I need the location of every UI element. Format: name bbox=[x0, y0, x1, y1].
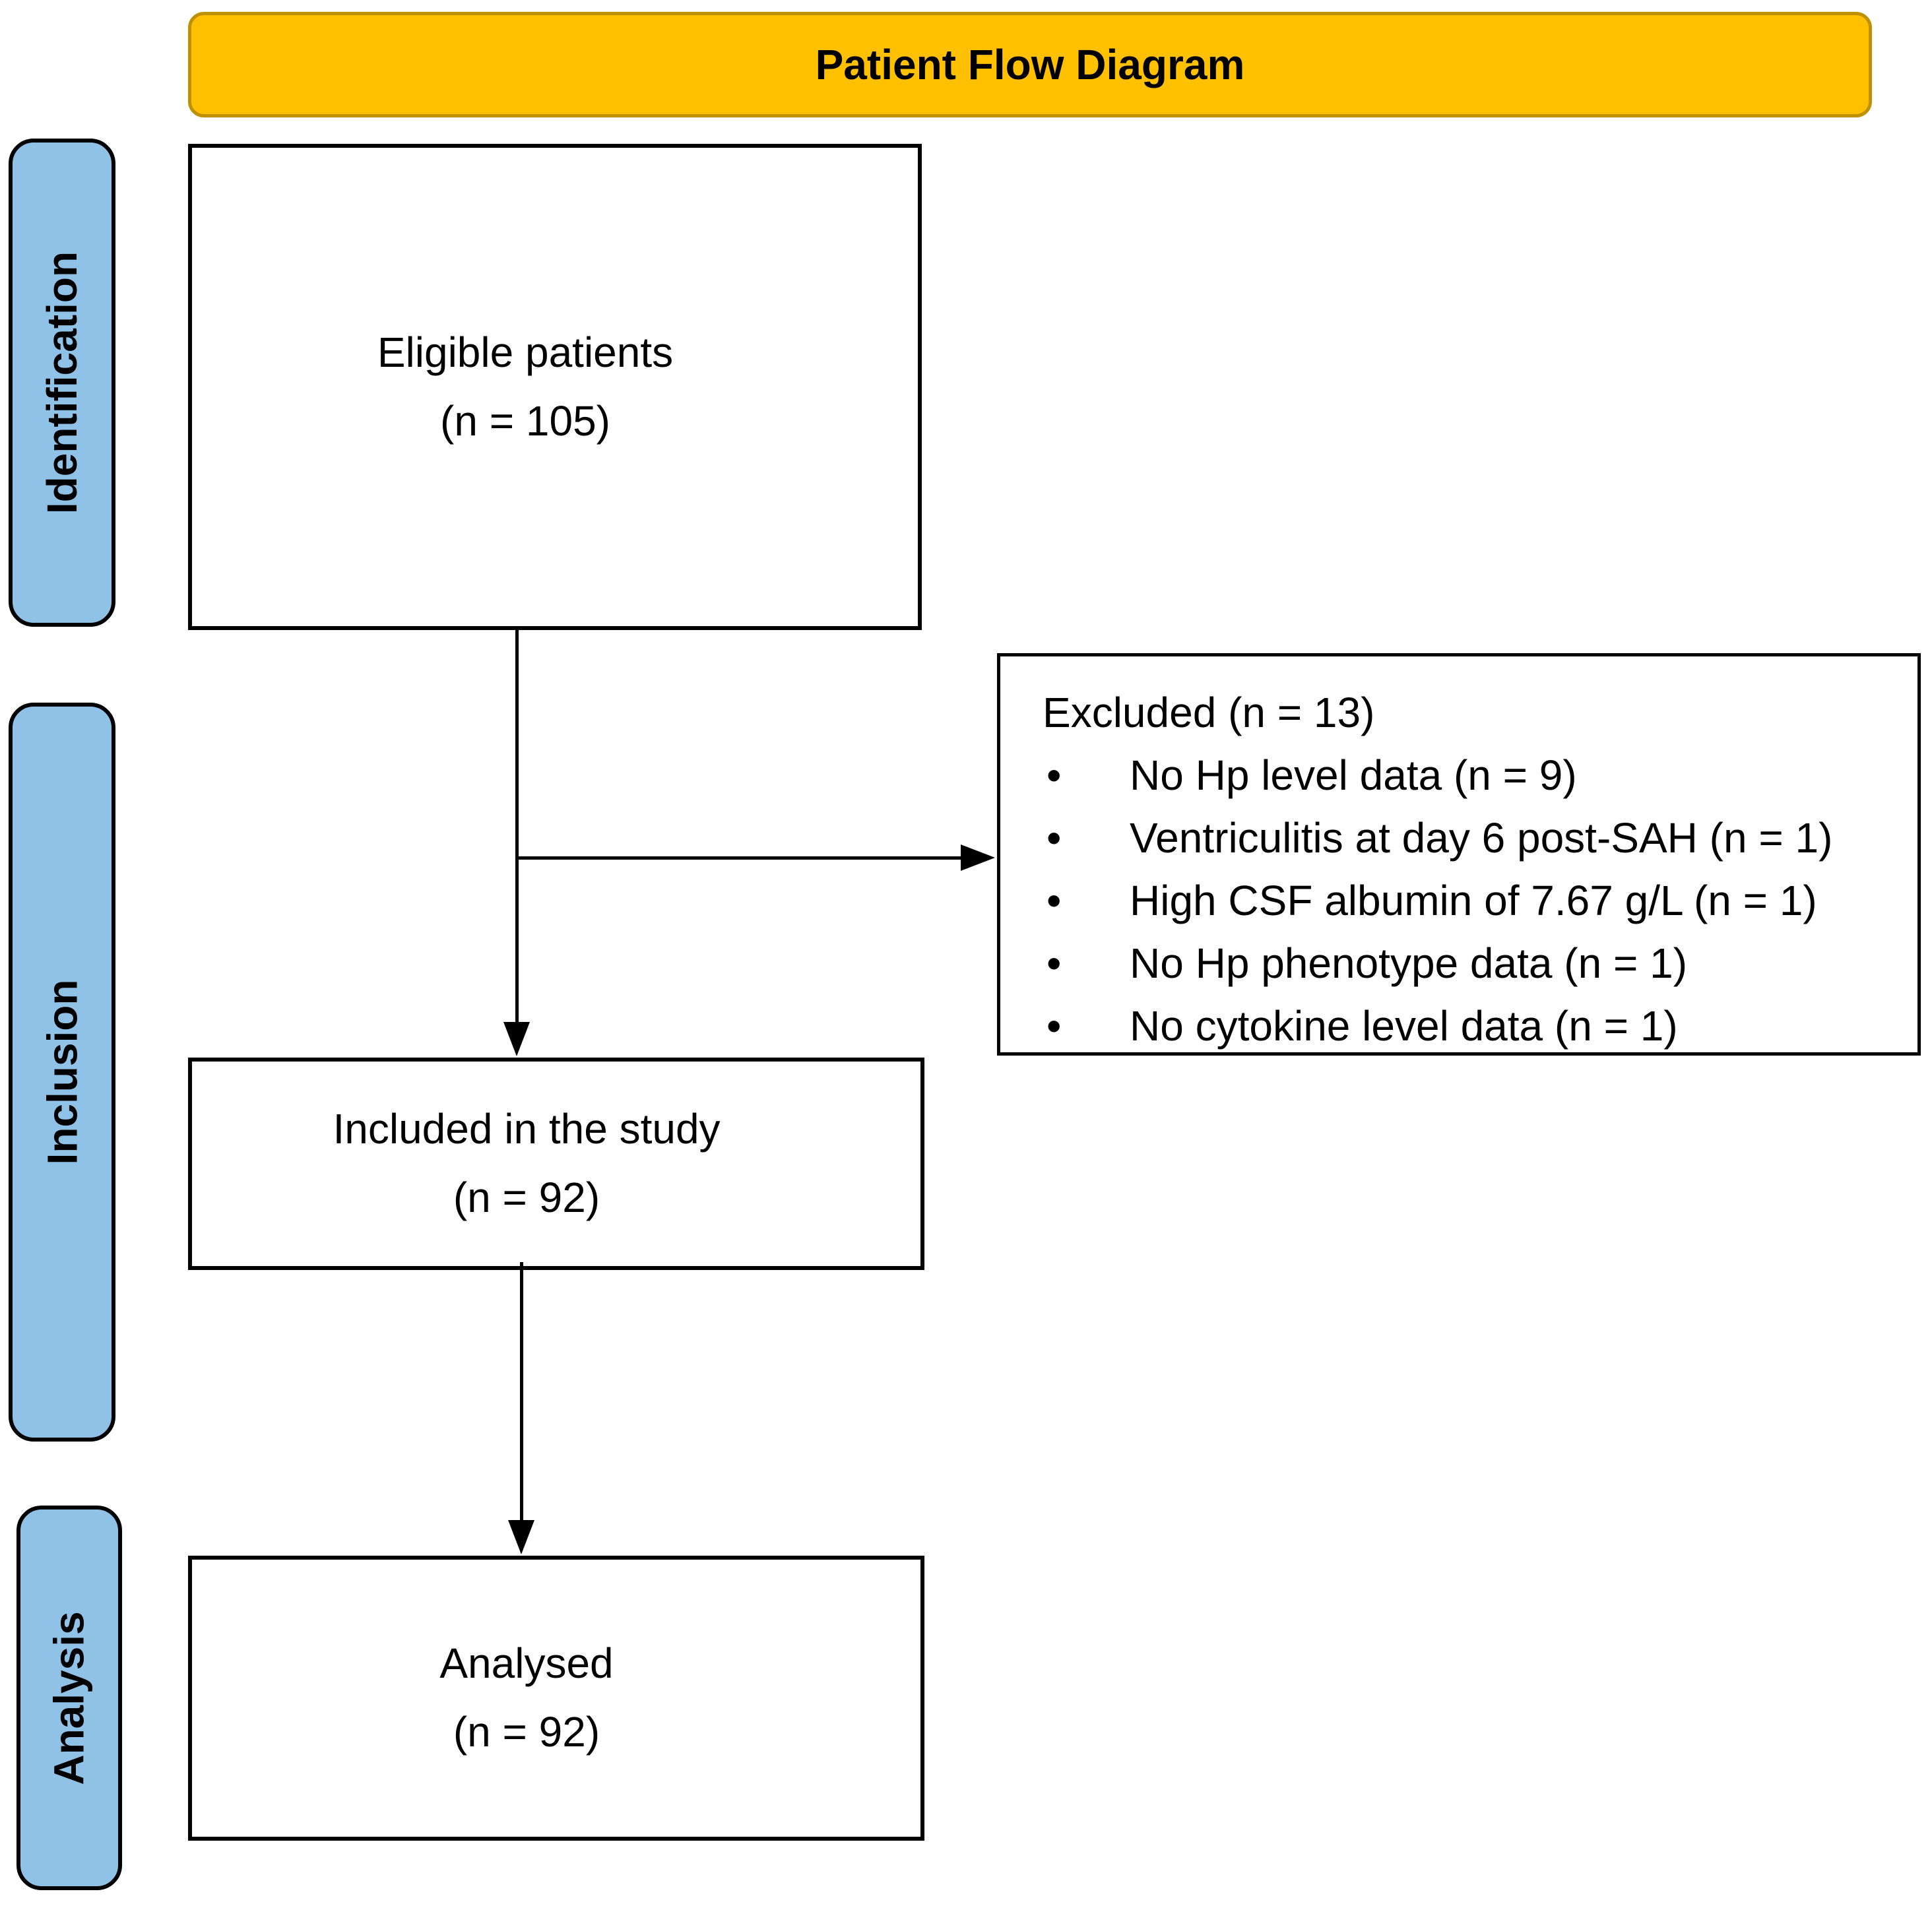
box-analysed-text: Analysed (n = 92) bbox=[439, 1630, 672, 1766]
excluded-item: • No cytokine level data (n = 1) bbox=[1043, 995, 1902, 1058]
included-label: Included in the study bbox=[333, 1105, 721, 1153]
arrow-eligible-to-included-arrowhead bbox=[503, 1022, 530, 1056]
eligible-count: (n = 105) bbox=[440, 397, 610, 445]
stage-inclusion: Inclusion bbox=[9, 703, 115, 1442]
box-eligible-patients-text: Eligible patients (n = 105) bbox=[377, 319, 732, 455]
excluded-item-text: No Hp phenotype data (n = 1) bbox=[1130, 939, 1687, 987]
box-included-in-study-text: Included in the study (n = 92) bbox=[333, 1095, 779, 1232]
excluded-item: • No Hp level data (n = 9) bbox=[1043, 744, 1902, 807]
stage-identification-label: Identification bbox=[38, 251, 86, 515]
excluded-title: Excluded (n = 13) bbox=[1043, 689, 1375, 736]
bullet-icon: • bbox=[1046, 1002, 1062, 1050]
analysed-label: Analysed bbox=[439, 1639, 614, 1688]
excluded-item: • High CSF albumin of 7.67 g/L (n = 1) bbox=[1043, 870, 1902, 932]
eligible-label: Eligible patients bbox=[377, 328, 674, 376]
excluded-item: • Ventriculitis at day 6 post-SAH (n = 1… bbox=[1043, 807, 1902, 870]
excluded-item-text: Ventriculitis at day 6 post-SAH (n = 1) bbox=[1130, 814, 1833, 862]
excluded-list: • No Hp level data (n = 9) • Ventriculit… bbox=[1043, 744, 1902, 1058]
arrow-included-to-analysed-line bbox=[520, 1262, 523, 1523]
analysed-count: (n = 92) bbox=[453, 1708, 600, 1756]
bullet-icon: • bbox=[1046, 814, 1062, 862]
box-eligible-patients: Eligible patients (n = 105) bbox=[188, 144, 922, 630]
stage-analysis: Analysis bbox=[16, 1506, 122, 1890]
box-analysed: Analysed (n = 92) bbox=[188, 1556, 924, 1841]
arrow-branch-to-excluded-line bbox=[517, 856, 962, 860]
arrow-branch-to-excluded-arrowhead bbox=[961, 844, 995, 871]
diagram-title: Patient Flow Diagram bbox=[815, 41, 1245, 88]
bullet-icon: • bbox=[1046, 751, 1062, 799]
included-count: (n = 92) bbox=[453, 1174, 600, 1221]
stage-analysis-label: Analysis bbox=[46, 1610, 93, 1785]
bullet-icon: • bbox=[1046, 877, 1062, 924]
diagram-title-banner: Patient Flow Diagram bbox=[188, 12, 1872, 117]
excluded-item: • No Hp phenotype data (n = 1) bbox=[1043, 932, 1902, 995]
excluded-item-text: No cytokine level data (n = 1) bbox=[1130, 1002, 1678, 1050]
stage-identification: Identification bbox=[9, 139, 115, 627]
arrow-eligible-to-included-line bbox=[515, 629, 519, 1025]
box-excluded: Excluded (n = 13) • No Hp level data (n … bbox=[997, 653, 1921, 1056]
excluded-item-text: No Hp level data (n = 9) bbox=[1130, 751, 1577, 799]
excluded-item-text: High CSF albumin of 7.67 g/L (n = 1) bbox=[1130, 877, 1817, 924]
box-included-in-study: Included in the study (n = 92) bbox=[188, 1058, 924, 1270]
stage-inclusion-label: Inclusion bbox=[38, 979, 86, 1165]
bullet-icon: • bbox=[1046, 939, 1062, 987]
arrow-included-to-analysed-arrowhead bbox=[508, 1520, 534, 1554]
